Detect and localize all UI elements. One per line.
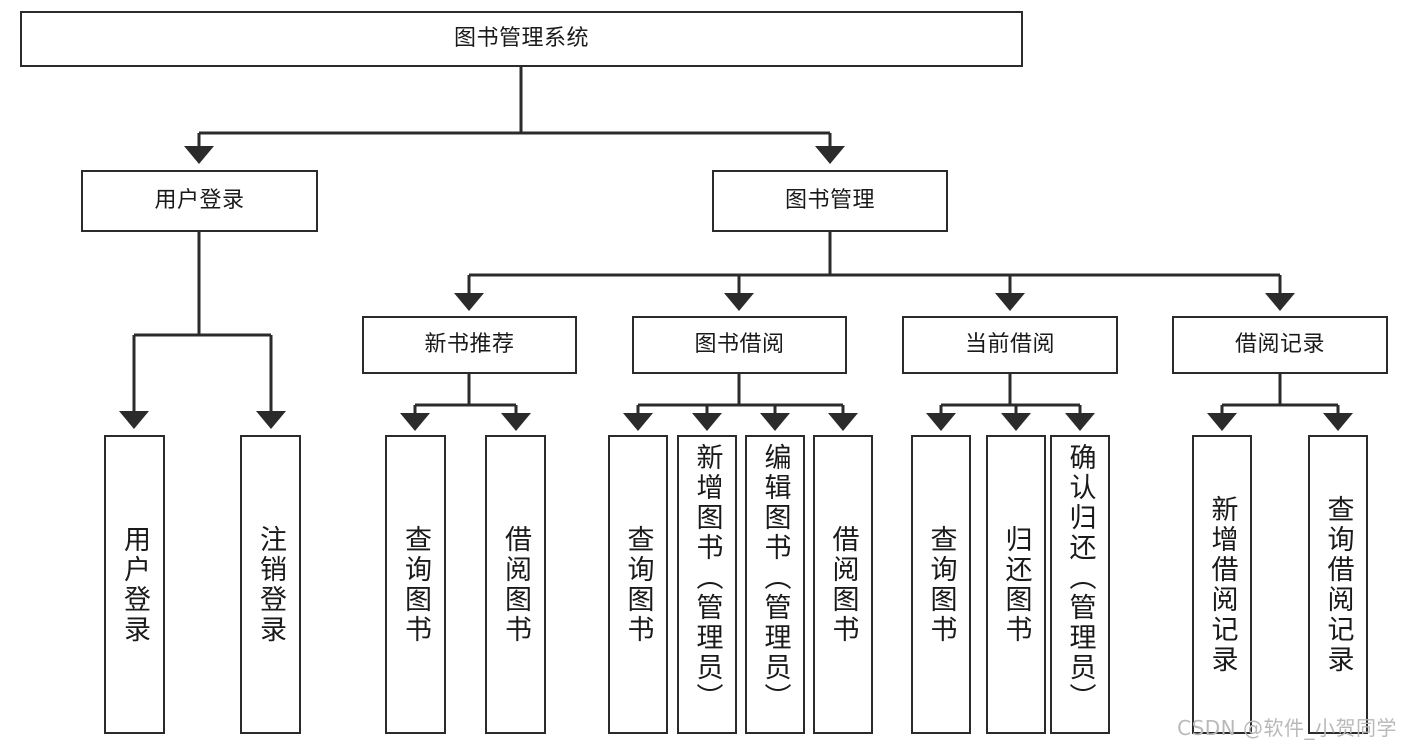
leaf-confirm-return-admin[interactable]: 确认归还（管理员） xyxy=(1050,435,1110,734)
leaf-return-book-label: 归还图书 xyxy=(1000,524,1032,645)
node-book-management-label: 图书管理 xyxy=(784,187,875,213)
watermark-text: CSDN @软件_小贺同学 xyxy=(1177,716,1397,740)
leaf-edit-book-admin[interactable]: 编辑图书（管理员） xyxy=(745,435,805,734)
node-root[interactable]: 图书管理系统 xyxy=(20,11,1023,67)
node-book-borrow-label: 图书借阅 xyxy=(694,331,785,357)
node-user-login-label: 用户登录 xyxy=(154,187,245,213)
leaf-borrow-book-1-label: 借阅图书 xyxy=(500,524,531,645)
node-borrow-records-label: 借阅记录 xyxy=(1234,331,1325,357)
leaf-query-borrow-record[interactable]: 查询借阅记录 xyxy=(1308,435,1368,734)
node-new-book-recommend-label: 新书推荐 xyxy=(424,331,515,357)
leaf-query-book-3[interactable]: 查询图书 xyxy=(911,435,971,734)
leaf-query-book-2[interactable]: 查询图书 xyxy=(608,435,668,734)
node-current-borrow[interactable]: 当前借阅 xyxy=(902,316,1118,374)
node-borrow-records[interactable]: 借阅记录 xyxy=(1172,316,1388,374)
leaf-logout-label: 注销登录 xyxy=(255,524,286,645)
leaf-add-book-admin-label: 新增图书（管理员） xyxy=(691,443,723,713)
leaf-query-book-1-label: 查询图书 xyxy=(400,524,431,645)
node-root-label: 图书管理系统 xyxy=(453,25,589,51)
leaf-add-book-admin[interactable]: 新增图书（管理员） xyxy=(677,435,737,734)
leaf-confirm-return-admin-label: 确认归还（管理员） xyxy=(1064,443,1096,713)
leaf-add-borrow-record[interactable]: 新增借阅记录 xyxy=(1192,435,1252,734)
node-book-management[interactable]: 图书管理 xyxy=(712,170,948,232)
leaf-user-login-label: 用户登录 xyxy=(119,524,150,645)
leaf-query-book-1[interactable]: 查询图书 xyxy=(385,435,446,734)
leaf-borrow-book-1[interactable]: 借阅图书 xyxy=(485,435,546,734)
leaf-query-book-3-label: 查询图书 xyxy=(925,524,957,645)
leaf-edit-book-admin-label: 编辑图书（管理员） xyxy=(759,443,791,713)
leaf-add-borrow-record-label: 新增借阅记录 xyxy=(1206,494,1238,675)
leaf-return-book[interactable]: 归还图书 xyxy=(986,435,1046,734)
leaf-query-borrow-record-label: 查询借阅记录 xyxy=(1322,494,1354,675)
leaf-query-book-2-label: 查询图书 xyxy=(622,524,654,645)
node-book-borrow[interactable]: 图书借阅 xyxy=(632,316,847,374)
leaf-logout[interactable]: 注销登录 xyxy=(240,435,301,734)
node-new-book-recommend[interactable]: 新书推荐 xyxy=(362,316,577,374)
leaf-user-login[interactable]: 用户登录 xyxy=(104,435,165,734)
leaf-borrow-book-2[interactable]: 借阅图书 xyxy=(813,435,873,734)
node-current-borrow-label: 当前借阅 xyxy=(964,331,1055,357)
leaf-borrow-book-2-label: 借阅图书 xyxy=(827,524,859,645)
node-user-login[interactable]: 用户登录 xyxy=(81,170,318,232)
